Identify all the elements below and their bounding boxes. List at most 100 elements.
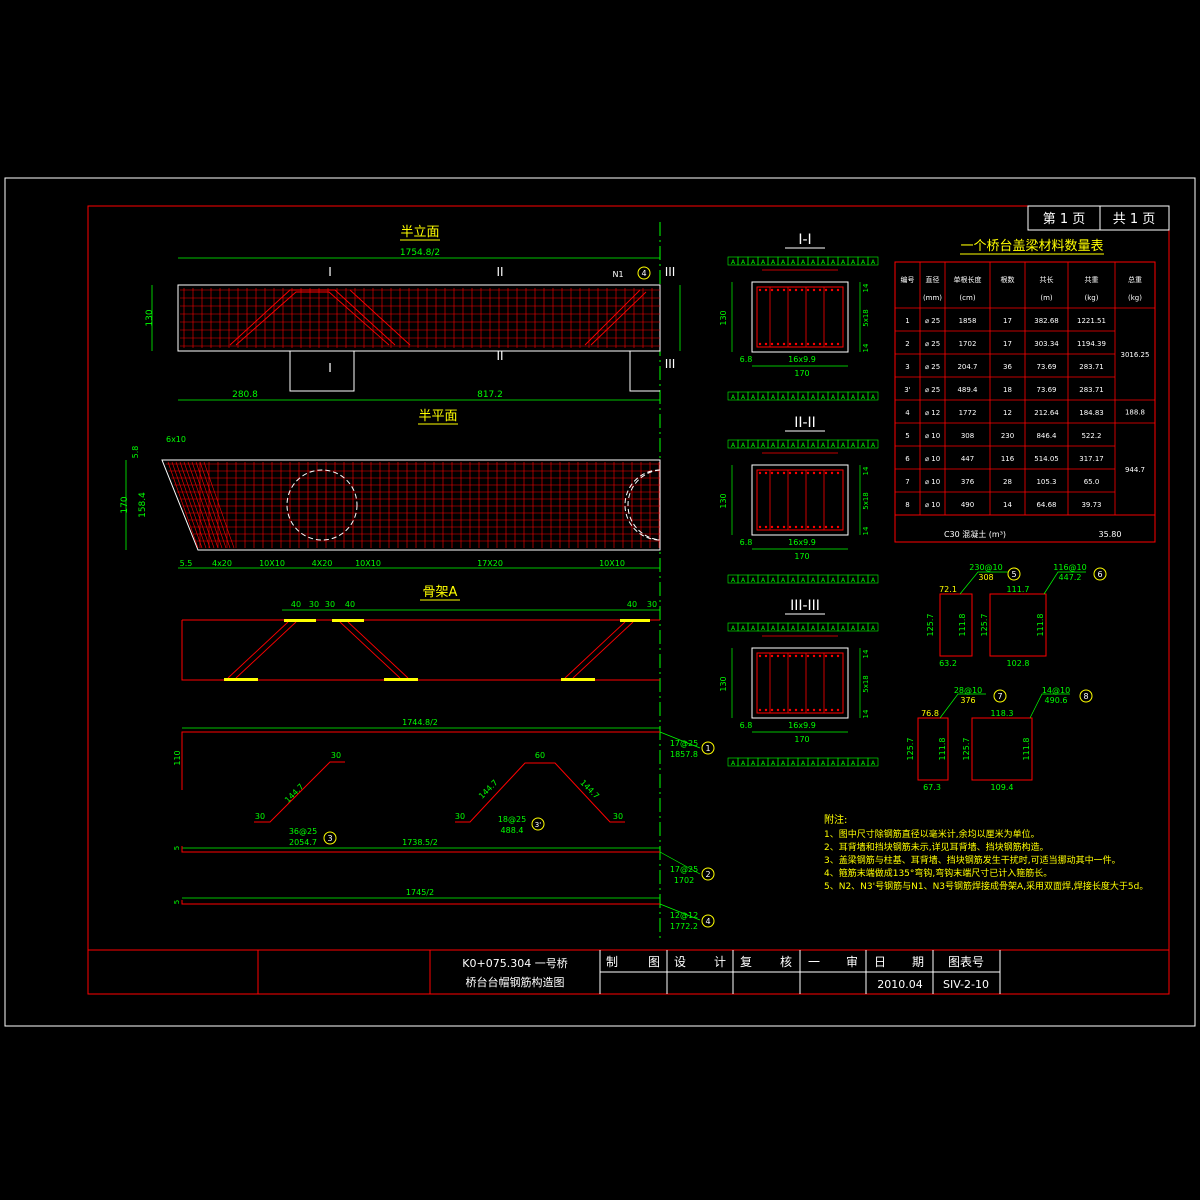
svg-text:A: A <box>841 760 846 767</box>
svg-text:A: A <box>831 625 836 632</box>
page-total: 共 1 页 <box>1113 212 1156 227</box>
table-cell: 105.3 <box>1036 478 1056 486</box>
outer-frame <box>4 177 1196 1027</box>
section-total: 170 <box>794 369 809 378</box>
svg-text:A: A <box>821 394 826 401</box>
svg-text:A: A <box>791 442 796 449</box>
svg-text:A: A <box>791 760 796 767</box>
tb-cell-10: 图表号 <box>948 955 984 969</box>
section-mark-II-bottom: II <box>496 349 503 363</box>
plan-dim-1: 4x20 <box>212 559 232 568</box>
svg-text:A: A <box>771 259 776 266</box>
stirrup7-bottom: 67.3 <box>923 783 941 792</box>
table-header: 直径 <box>926 275 940 284</box>
section-right-dim-1: 5x18 <box>862 492 870 510</box>
section-total: 170 <box>794 735 809 744</box>
bar1-total: 1744.8/2 <box>402 718 438 727</box>
table-cell: 303.34 <box>1034 340 1059 348</box>
svg-text:A: A <box>841 394 846 401</box>
bar2-number: 2 <box>705 870 710 879</box>
bar4-total: 1745/2 <box>406 888 434 897</box>
tb-cell-8: 日 <box>874 955 886 969</box>
svg-text:A: A <box>851 259 856 266</box>
table-cell: 317.17 <box>1079 455 1104 463</box>
elevation-tag: N1 <box>612 270 623 279</box>
table-title: 一个桥台盖梁材料数量表 <box>960 239 1103 254</box>
svg-text:A: A <box>871 259 876 266</box>
note-line-3: 3、盖梁钢筋与柱基、耳背墙、挡块钢筋发生干扰时,可适当挪动其中一件。 <box>824 854 1121 866</box>
plan-dim-2: 10X10 <box>259 559 285 568</box>
bar3-a: 30 <box>255 812 265 821</box>
table-cell: ⌀ 10 <box>925 455 940 463</box>
svg-text:A: A <box>741 259 746 266</box>
tb-cell-9: 期 <box>912 955 924 969</box>
drawing-number: SIV-2-10 <box>943 978 989 991</box>
svg-text:A: A <box>871 577 876 584</box>
tb-cell-5: 核 <box>780 955 792 969</box>
concrete-label: C30 混凝土 (m³) <box>944 529 1006 539</box>
table-cell: 376 <box>961 478 975 486</box>
svg-text:A: A <box>761 442 766 449</box>
notes: 附注: 1、图中尺寸除钢筋直径以毫米计,余均以厘米为单位。 2、耳背墙和挡块钢筋… <box>824 813 1148 892</box>
drawing-border <box>87 205 1170 995</box>
svg-text:A: A <box>801 760 806 767</box>
svg-text:A: A <box>871 442 876 449</box>
table-cell: 18 <box>1003 386 1012 394</box>
stirrup5-width: 72.1 <box>939 585 957 594</box>
elevation-left-length: 280.8 <box>232 390 258 400</box>
svg-text:A: A <box>761 760 766 767</box>
bar3-label: 36@25 <box>289 827 317 836</box>
table-unit: (cm) <box>959 294 975 302</box>
svg-text:A: A <box>811 625 816 632</box>
table-cell: 1858 <box>959 317 977 325</box>
elevation-rebar-grid <box>180 288 660 348</box>
svg-text:A: A <box>781 442 786 449</box>
stirrup5-number: 5 <box>1011 570 1016 579</box>
table-cell: 212.64 <box>1034 409 1059 417</box>
stirrup5-sub: 308 <box>978 573 993 582</box>
section-mark-III-bottom: III <box>665 357 676 371</box>
table-cell: 39.73 <box>1081 501 1101 509</box>
bar4-label: 12@12 <box>670 911 698 920</box>
svg-text:A: A <box>761 577 766 584</box>
bar1-label: 17@25 <box>670 739 698 748</box>
tb-cell-1: 图 <box>648 955 660 969</box>
section-side: 6.8 <box>740 538 753 547</box>
svg-text:A: A <box>861 394 866 401</box>
table-unit: (mm) <box>923 294 942 302</box>
title-block: K0+075.304 一号桥 桥台台帽钢筋构造图 制 图 设 计 复 核 一 审… <box>88 949 1169 994</box>
bar3p-a: 30 <box>455 812 465 821</box>
bar3p-e: 30 <box>613 812 623 821</box>
plan-height: 170 <box>120 496 130 513</box>
plan-inner: 158.4 <box>138 492 148 518</box>
table-cell: 1194.39 <box>1077 340 1106 348</box>
table-cell: 7 <box>905 478 909 486</box>
elevation-height: 130 <box>145 309 155 326</box>
section-bottom: 16x9.9 <box>788 355 816 364</box>
tb-cell-7: 审 <box>846 954 858 969</box>
svg-text:A: A <box>871 394 876 401</box>
tb-cell-4: 复 <box>740 955 752 969</box>
svg-text:A: A <box>781 394 786 401</box>
table-cell: ⌀ 12 <box>925 409 940 417</box>
plan-dim-4: 10X10 <box>355 559 381 568</box>
svg-text:A: A <box>841 625 846 632</box>
table-header: 编号 <box>901 275 915 284</box>
table-cell: 489.4 <box>957 386 978 394</box>
svg-text:A: A <box>741 577 746 584</box>
svg-text:A: A <box>871 625 876 632</box>
table-cell: 1221.51 <box>1077 317 1106 325</box>
table-cell: 283.71 <box>1079 363 1104 371</box>
plan-tag-a: 6x10 <box>166 435 186 444</box>
section-mark-II-top: II <box>496 265 503 279</box>
stirrup8-bottom: 109.4 <box>991 783 1014 792</box>
table-header: 总重 <box>1128 275 1142 284</box>
stirrup8-h1: 125.7 <box>962 738 971 761</box>
svg-text:A: A <box>861 760 866 767</box>
svg-text:A: A <box>821 259 826 266</box>
section-height: 130 <box>719 310 728 325</box>
elevation-right-length: 817.2 <box>477 390 503 400</box>
table-cell: 36 <box>1003 363 1012 371</box>
svg-text:A: A <box>791 577 796 584</box>
